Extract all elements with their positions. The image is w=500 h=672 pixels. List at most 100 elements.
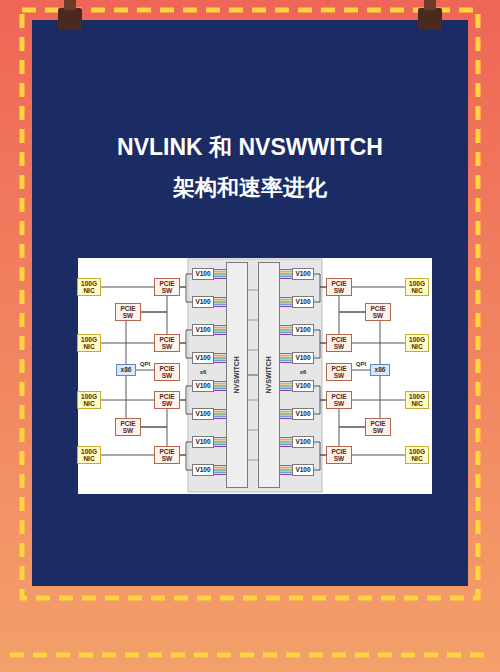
- node-text: V100: [294, 410, 312, 417]
- nvlink-line: [280, 465, 292, 466]
- nvlink-line: [280, 274, 292, 275]
- nvlink-line: [214, 411, 226, 412]
- connector-line: [141, 312, 167, 334]
- pcie-switch-box: PCIE SW: [154, 363, 180, 381]
- node-text: 100G NIC: [79, 336, 99, 350]
- nvlink-bundle: [280, 410, 292, 419]
- dashed-frame: [22, 10, 478, 598]
- link-count-label: x6: [300, 369, 307, 376]
- nvlink-line: [214, 304, 226, 305]
- diagram-ground: [78, 258, 432, 494]
- nvlink-line: [280, 302, 292, 303]
- cpu-box: x86: [116, 364, 136, 375]
- connector-line: [136, 370, 154, 371]
- node-text: V100: [194, 298, 212, 305]
- nvlink-line: [214, 278, 226, 279]
- nic-box: 100G NIC: [77, 278, 101, 296]
- nvlink-line: [280, 327, 292, 328]
- nvlink-line: [280, 306, 292, 307]
- nvlink-line: [280, 362, 292, 363]
- gpu-box: V100: [192, 268, 214, 279]
- nvlink-line: [214, 360, 226, 361]
- nvlink-line: [214, 390, 226, 391]
- node-text: V100: [194, 354, 212, 361]
- dashed-rule: [10, 653, 490, 658]
- navy-panel: [32, 20, 468, 586]
- nvlink-bundle: [214, 270, 226, 279]
- nvlink-line: [214, 334, 226, 335]
- pcie-switch-box: PCIE SW: [154, 278, 180, 296]
- connector-line: [101, 455, 154, 456]
- connector-line: [314, 287, 326, 302]
- connector-line: [314, 442, 326, 455]
- node-text: PCIE SW: [328, 393, 350, 407]
- node-text: V100: [194, 382, 212, 389]
- nvlink-line: [214, 442, 226, 443]
- connector-line: [339, 427, 365, 446]
- nic-box: 100G NIC: [405, 334, 429, 352]
- gpu-box: V100: [292, 352, 314, 363]
- nvlink-line: [214, 439, 226, 440]
- pcie-switch-box: PCIE SW: [115, 303, 141, 321]
- nvlink-line: [280, 278, 292, 279]
- node-text: NVSWITCH: [265, 356, 273, 393]
- gpu-box: V100: [292, 324, 314, 335]
- node-text: PCIE SW: [328, 365, 350, 379]
- nvlink-line: [280, 330, 292, 331]
- nvlink-line: [280, 276, 292, 277]
- connector-line: [352, 343, 405, 344]
- link-count-label: x6: [200, 369, 207, 376]
- edge-label: QPI: [139, 361, 151, 368]
- nvlink-line: [214, 355, 226, 356]
- gpu-box: V100: [192, 408, 214, 419]
- connector-line: [180, 442, 192, 455]
- nvlink-bundle: [214, 466, 226, 475]
- connector-line: [180, 274, 192, 287]
- nvlink-line: [214, 332, 226, 333]
- node-text: PCIE SW: [328, 280, 350, 294]
- gpu-box: V100: [292, 296, 314, 307]
- nvlink-bundle: [280, 326, 292, 335]
- node-text: 100G NIC: [407, 448, 427, 462]
- node-text: 100G NIC: [407, 393, 427, 407]
- nvlink-line: [214, 474, 226, 475]
- connector-line: [180, 386, 192, 400]
- nvlink-bundle: [280, 438, 292, 447]
- gpu-box: V100: [292, 408, 314, 419]
- edge-label: QPI: [355, 361, 367, 368]
- connector-line: [352, 370, 370, 371]
- nvlink-line: [280, 467, 292, 468]
- nvlink-line: [280, 418, 292, 419]
- nvlink-line: [214, 362, 226, 363]
- node-text: PCIE SW: [367, 305, 389, 319]
- nvlink-line: [280, 358, 292, 359]
- nvlink-line: [214, 437, 226, 438]
- nic-box: 100G NIC: [405, 446, 429, 464]
- nvlink-line: [280, 409, 292, 410]
- nvlink-line: [214, 446, 226, 447]
- nvlink-line: [280, 442, 292, 443]
- nvlink-line: [214, 325, 226, 326]
- gpu-box: V100: [192, 296, 214, 307]
- node-text: V100: [294, 382, 312, 389]
- nvlink-line: [214, 269, 226, 270]
- nic-box: 100G NIC: [77, 391, 101, 409]
- node-text: PCIE SW: [328, 448, 350, 462]
- nvlink-bundle: [214, 298, 226, 307]
- node-text: V100: [194, 410, 212, 417]
- gpu-box: V100: [292, 436, 314, 447]
- connector-line: [248, 375, 258, 376]
- nvlink-line: [214, 388, 226, 389]
- connector-line: [314, 343, 326, 358]
- node-text: 100G NIC: [407, 336, 427, 350]
- connector-line: [141, 296, 167, 312]
- connector-line: [314, 386, 326, 400]
- switch-links: [248, 290, 258, 460]
- pcie-switch-box: PCIE SW: [326, 334, 352, 352]
- nvlink-line: [280, 444, 292, 445]
- nvlink-line: [214, 465, 226, 466]
- node-text: PCIE SW: [328, 336, 350, 350]
- nvlink-line: [280, 332, 292, 333]
- connector-line: [339, 296, 365, 312]
